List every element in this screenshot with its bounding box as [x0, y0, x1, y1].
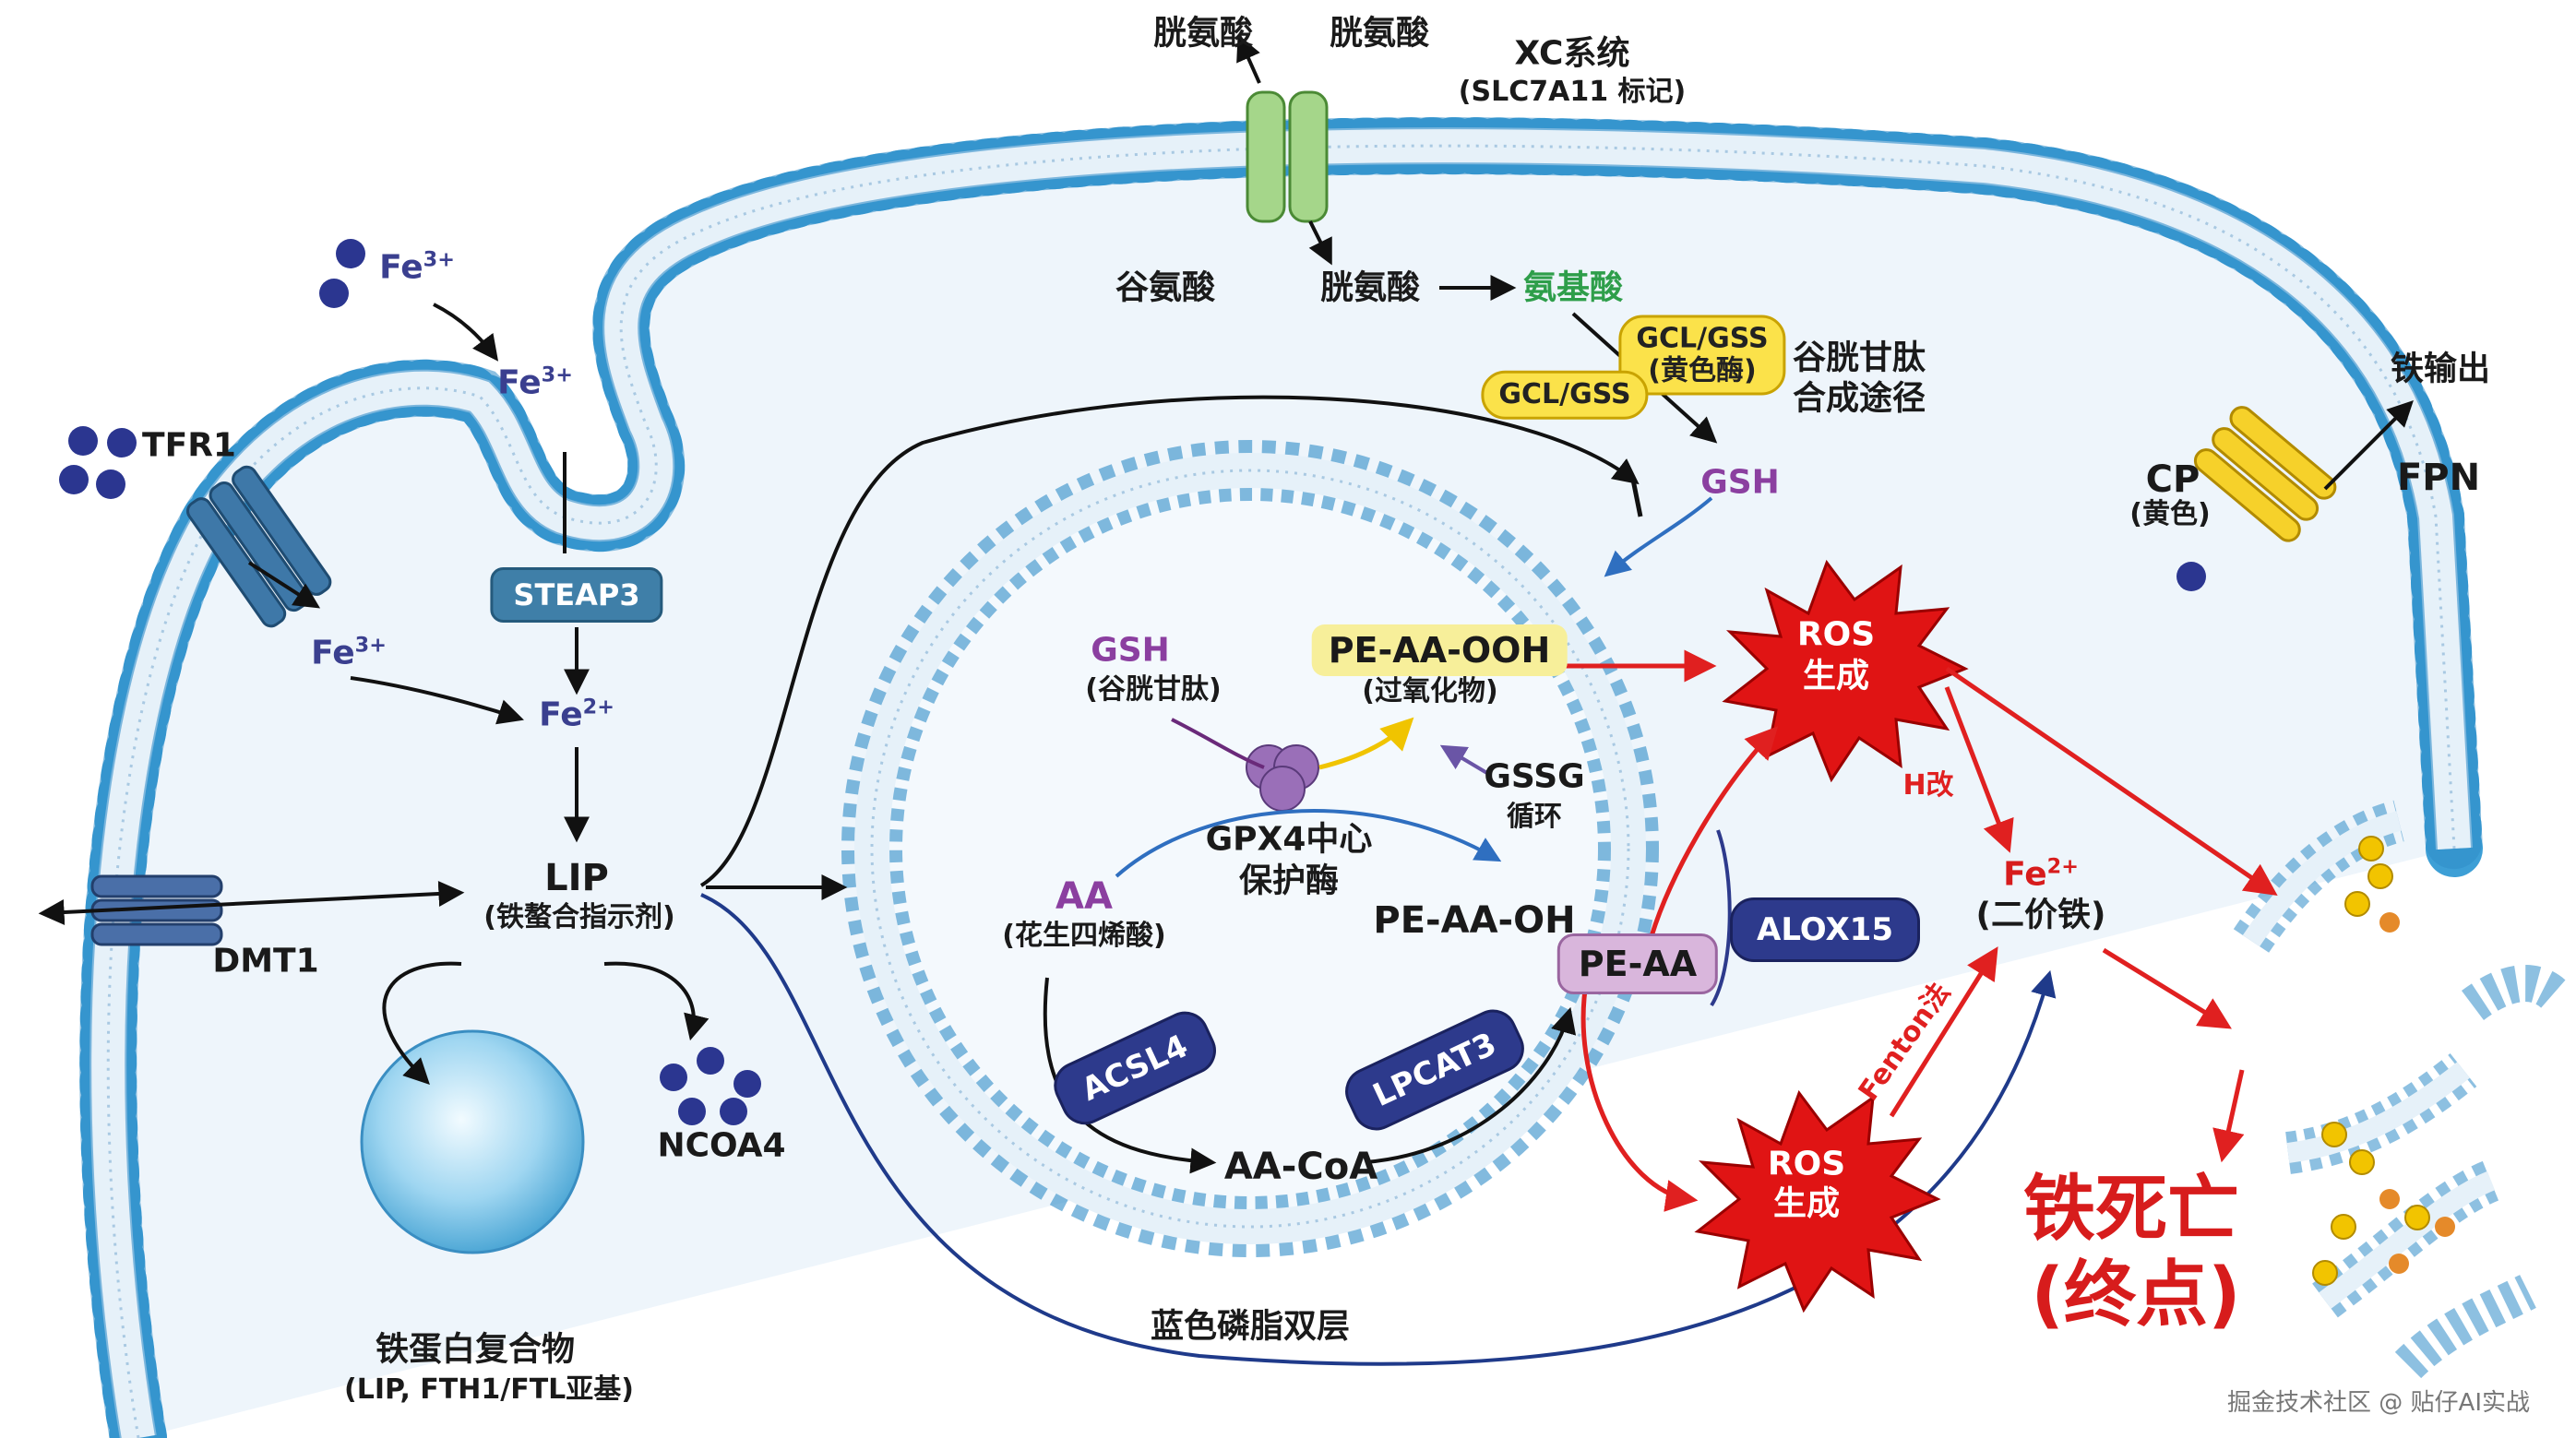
- xc-transporter: [1246, 90, 1329, 223]
- ros-burst-top: [1722, 559, 1969, 783]
- amino-acid-label: 氨基酸: [1522, 268, 1624, 307]
- gsh-to-gpx4-arrow: [1171, 718, 1265, 769]
- gpx4-label-2: 保护酶: [1238, 862, 1340, 900]
- ros-top-label-1: ROS: [1796, 615, 1876, 654]
- lip-label: LIP: [544, 857, 609, 899]
- h-gai-label: H改: [1902, 768, 1954, 802]
- alox15-enzyme: ALOX15: [1730, 897, 1920, 962]
- pe-aa-label: PE-AA: [1556, 933, 1719, 994]
- ferroptosis-title: 铁死亡: [2022, 1168, 2240, 1252]
- peaa-alox15-link: [1710, 829, 1732, 1007]
- ros-bottom-label-1: ROS: [1767, 1145, 1846, 1183]
- pe-aa-ooh-label: PE-AA-OOH: [1311, 624, 1568, 676]
- aa-coa-label: AA-CoA: [1223, 1146, 1378, 1188]
- pe-aa-ooh-sub-label: (过氧化物): [1362, 674, 1498, 707]
- ferritin-label: 铁蛋白复合物: [375, 1330, 576, 1369]
- lip-sub-label: (铁螯合指示剂): [483, 900, 675, 933]
- gpx4-label-1: GPX4中心: [1205, 820, 1373, 859]
- gpx4-to-peaaooh-arrow: [1318, 717, 1414, 770]
- gcl-gss-enzyme-1-note: (黄色酶): [1648, 354, 1757, 386]
- fe3-outer-charge: 3+: [423, 247, 455, 272]
- watermark: 掘金技术社区 @ 贴仔AI实战: [2227, 1389, 2530, 1417]
- ruptured-membrane: [2233, 800, 2570, 1379]
- tfr1-transporter: [185, 465, 332, 628]
- aa-to-peaaoh-arrow: [1115, 809, 1502, 878]
- gsh-route-label-2: 合成途径: [1792, 379, 1926, 418]
- cp-label: CP: [2145, 458, 2200, 501]
- fe3-outer-label: Fe3+: [379, 247, 455, 287]
- fe2-right-symbol: Fe: [2003, 855, 2047, 894]
- xc-system-title: XC系统: [1514, 34, 1630, 73]
- iron-dots: [59, 239, 2206, 1125]
- membrane-label: 蓝色磷脂双层: [1150, 1307, 1351, 1346]
- gcl-gss-enzyme-1-name: GCL/GSS: [1636, 322, 1769, 355]
- tfr1-label: TFR1: [142, 426, 236, 465]
- aa-sub-label: (花生四烯酸): [1002, 919, 1166, 952]
- glutamate-label: 谷氨酸: [1115, 268, 1216, 307]
- gsh-inhibit-line: [1630, 479, 1643, 517]
- ros-top-label-2: 生成: [1802, 657, 1870, 695]
- ferritin-sub-label: (LIP, FTH1/FTL亚基): [344, 1373, 634, 1406]
- fe2-right-sub-label: (二价铁): [1975, 896, 2106, 934]
- gsh-route-label-1: 谷胱甘肽: [1792, 339, 1926, 377]
- cp-sub-label: (黄色): [2129, 497, 2211, 530]
- fe3-endosome-charge: 3+: [541, 362, 573, 387]
- ferroptosis-endpoint: (终点): [2031, 1254, 2241, 1337]
- fe2-left-symbol: Fe: [539, 695, 583, 734]
- ncoa4-label: NCOA4: [657, 1126, 786, 1165]
- fe3-in-label: Fe3+: [311, 633, 387, 672]
- fpn-label: FPN: [2396, 457, 2481, 499]
- fe3-outer-symbol: Fe: [379, 248, 423, 287]
- gsh-inner-sub-label: (谷胱甘肽): [1085, 672, 1222, 706]
- ferritin-sphere: [360, 1029, 585, 1254]
- fe3-in-charge: 3+: [354, 633, 387, 658]
- dmt1-label: DMT1: [212, 942, 319, 980]
- fe2-right-label: Fe2+: [2003, 854, 2079, 894]
- fe3-endosome-symbol: Fe: [497, 363, 542, 402]
- gssg-label: GSSG: [1484, 757, 1585, 796]
- xc-system-subtitle: (SLC7A11 标记): [1458, 75, 1687, 108]
- ros-burst-bottom: [1694, 1089, 1941, 1313]
- gsh-inner-label: GSH: [1091, 631, 1170, 670]
- gpx4-enzyme: [1246, 744, 1319, 812]
- steap3-enzyme: STEAP3: [490, 567, 663, 623]
- cystine-in-label: 胱氨酸: [1319, 268, 1421, 307]
- fe2-left-charge: 2+: [582, 695, 614, 719]
- fe2-right-charge: 2+: [2046, 854, 2079, 879]
- gsh-top-label: GSH: [1700, 463, 1780, 502]
- cystine-out-label-2: 胱氨酸: [1329, 14, 1430, 53]
- loop-arrow-bottom: [700, 893, 2057, 1366]
- gssg-arrow: [1439, 744, 1492, 777]
- gcl-gss-enzyme-1: GCL/GSS (黄色酶): [1618, 315, 1786, 396]
- fe3-endosome-label: Fe3+: [497, 362, 573, 402]
- cystine-out-label-1: 胱氨酸: [1152, 14, 1254, 53]
- red-arrows: [1550, 649, 2278, 1212]
- aa-label: AA: [1055, 875, 1113, 918]
- gssg-sub-label: 循环: [1507, 800, 1562, 833]
- fe3-in-symbol: Fe: [311, 634, 355, 672]
- loop-arrow-top: [699, 395, 1640, 887]
- fpn-transporter: [2193, 406, 2337, 542]
- gsh-blue-arrow: [1604, 496, 1713, 577]
- pe-aa-oh-label: PE-AA-OH: [1373, 899, 1576, 942]
- fe2-left-label: Fe2+: [539, 695, 614, 733]
- gcl-gss-enzyme-2: GCL/GSS: [1481, 370, 1649, 420]
- iron-export-label: 铁输出: [2390, 350, 2491, 388]
- ros-bottom-label-2: 生成: [1772, 1184, 1841, 1223]
